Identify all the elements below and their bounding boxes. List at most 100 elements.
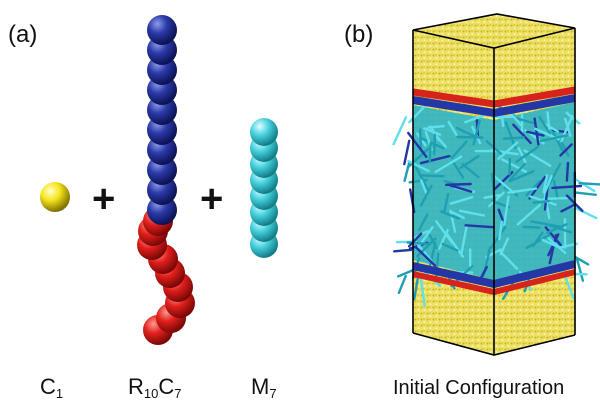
m7-chain-icon — [250, 118, 278, 258]
membrane-rod — [419, 277, 426, 308]
membrane-rod — [397, 274, 407, 294]
membrane-rod — [526, 130, 545, 137]
membrane-rod — [508, 163, 526, 182]
membrane-rod — [522, 225, 541, 229]
membrane-rod — [578, 181, 600, 186]
membrane-rod — [418, 174, 445, 178]
membrane-rod — [560, 203, 576, 213]
membrane-rod — [407, 131, 428, 159]
membrane-rod — [558, 242, 579, 249]
panel-b-label: (b) — [344, 21, 373, 48]
membrane-rod — [407, 232, 423, 248]
panel-a-label: (a) — [8, 21, 37, 48]
membrane-rod — [435, 220, 454, 245]
membrane-rod — [393, 248, 413, 253]
panel-b-caption: Initial Configuration — [393, 377, 564, 399]
membrane-rod — [508, 157, 512, 176]
membrane-rod — [502, 136, 525, 140]
membrane-rod — [407, 159, 430, 173]
membrane-rod — [546, 111, 551, 130]
membrane-rod — [413, 273, 420, 301]
c1-label: C1 — [40, 374, 63, 401]
membrane-rod — [559, 143, 573, 157]
membrane-rod — [483, 193, 501, 200]
membrane-rod — [406, 147, 430, 169]
membrane-rod — [533, 117, 540, 146]
plus-sign-2: + — [200, 177, 223, 221]
membrane-rod — [512, 123, 532, 145]
membrane-rod — [541, 238, 563, 250]
membrane-rod — [449, 195, 474, 205]
membrane-rod — [447, 120, 458, 136]
membrane-rod — [488, 191, 505, 208]
membrane-rod — [487, 225, 507, 253]
membrane-rod — [499, 237, 509, 256]
membrane-rod — [455, 126, 476, 138]
membrane-rod — [427, 124, 445, 129]
plus-sign-1: + — [92, 177, 115, 221]
membrane-rod — [419, 136, 445, 150]
membrane-rod — [551, 184, 583, 190]
membrane-rod — [418, 213, 429, 232]
membrane-rod — [532, 231, 544, 248]
membrane-rod — [449, 210, 465, 220]
membrane-rod — [492, 174, 515, 194]
membrane-rod — [503, 195, 510, 226]
membrane-rod — [544, 123, 560, 133]
membrane-rod — [452, 162, 465, 179]
membrane-rod — [433, 132, 437, 156]
membrane-rod — [565, 161, 570, 182]
membrane-rod — [448, 184, 473, 193]
membrane-rod — [456, 135, 484, 139]
membrane-rod — [499, 250, 519, 270]
membrane-rod — [472, 119, 481, 146]
membrane-rod — [498, 220, 503, 241]
cyan-bead — [250, 118, 278, 146]
blue-bead — [147, 15, 177, 45]
membrane-rod — [538, 115, 551, 135]
membrane-rod — [530, 220, 561, 228]
membrane-rod — [543, 174, 553, 194]
membrane-rod — [458, 209, 485, 217]
membrane-rod — [559, 138, 570, 157]
membrane-rod — [501, 158, 527, 173]
membrane-rod — [403, 139, 411, 166]
c1-bead-icon — [40, 182, 70, 212]
membrane-rod — [516, 203, 542, 226]
r10c7-label: R10C7 — [128, 374, 181, 401]
membrane-rod — [464, 114, 485, 124]
membrane-rod — [572, 205, 598, 220]
membrane-rod — [461, 163, 480, 179]
membrane-rod — [542, 174, 549, 194]
membrane-rod — [574, 256, 590, 266]
membrane-rod — [419, 154, 451, 165]
membrane-rod — [420, 179, 429, 197]
membrane-rod — [449, 209, 457, 233]
membrane-rod — [508, 170, 535, 183]
membrane-rod — [419, 184, 433, 207]
membrane-rod — [440, 210, 461, 220]
membrane-rod — [532, 199, 551, 204]
membrane-rod — [565, 111, 581, 125]
membrane-rod — [428, 142, 432, 164]
membrane-rod — [392, 116, 408, 146]
membrane-rod — [443, 192, 450, 213]
membrane-rod — [528, 175, 547, 200]
membrane-rod — [542, 196, 569, 201]
membrane-rod — [548, 162, 562, 186]
membrane-rod — [415, 246, 439, 269]
membrane-rod — [497, 141, 519, 160]
r10c7-chain-icon — [137, 15, 195, 345]
membrane-rod — [548, 233, 558, 265]
membrane-rod — [575, 258, 585, 282]
membrane-rod — [507, 187, 538, 194]
membrane-rod — [517, 146, 527, 164]
membrane-rod — [497, 208, 506, 226]
membrane-rod — [551, 130, 564, 152]
membrane-rod — [403, 160, 411, 183]
membrane-rod — [504, 121, 517, 150]
membrane-rod — [574, 178, 596, 193]
membrane-rod — [423, 127, 442, 136]
membrane-rod — [459, 154, 480, 170]
